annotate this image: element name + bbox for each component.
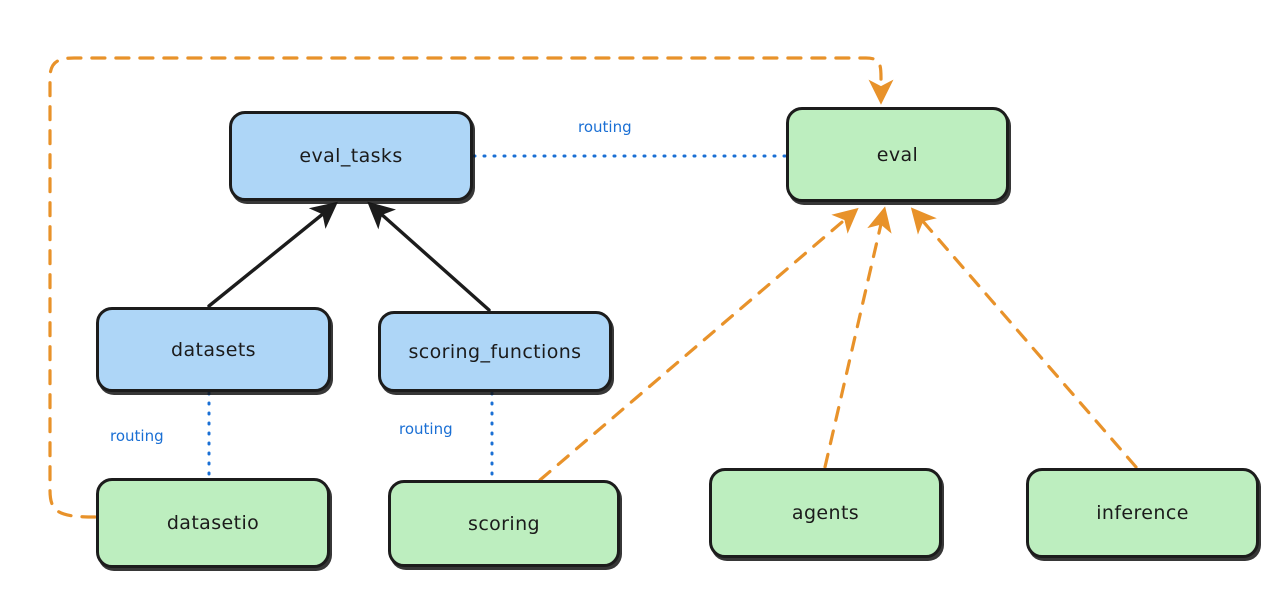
node-scoring-functions[interactable]: scoring_functions — [378, 311, 612, 392]
edge-datasets-to-eval_tasks — [207, 201, 338, 308]
node-label-agents: agents — [791, 502, 860, 524]
node-label-scoring-functions: scoring_functions — [408, 340, 582, 363]
node-datasets[interactable]: datasets — [96, 307, 331, 392]
edge-label-routing-datasets-datasetio: routing — [110, 427, 164, 445]
node-label-datasets: datasets — [171, 338, 256, 361]
node-eval[interactable]: eval — [786, 107, 1009, 202]
node-label-eval-tasks: eval_tasks — [299, 145, 403, 167]
node-eval-tasks[interactable]: eval_tasks — [229, 111, 473, 201]
edge-scoring-to-eval — [538, 207, 859, 482]
edge-label-routing-scoring-functions-scoring: routing — [399, 420, 453, 438]
node-inference[interactable]: inference — [1026, 468, 1259, 558]
edge-datasetio-to-eval — [48, 56, 894, 519]
edge-scoring_functions-to-eval_tasks — [367, 201, 491, 312]
node-label-scoring: scoring — [468, 512, 540, 535]
edge-inference-to-eval — [910, 207, 1138, 469]
edge-agents-to-eval — [823, 206, 892, 469]
node-label-inference: inference — [1096, 502, 1189, 524]
node-label-datasetio: datasetio — [166, 512, 260, 534]
edge-label-routing-eval-tasks-eval: routing — [578, 118, 632, 136]
node-datasetio[interactable]: datasetio — [96, 478, 330, 568]
node-label-eval: eval — [876, 143, 919, 166]
node-agents[interactable]: agents — [709, 468, 942, 558]
node-scoring[interactable]: scoring — [388, 480, 620, 567]
